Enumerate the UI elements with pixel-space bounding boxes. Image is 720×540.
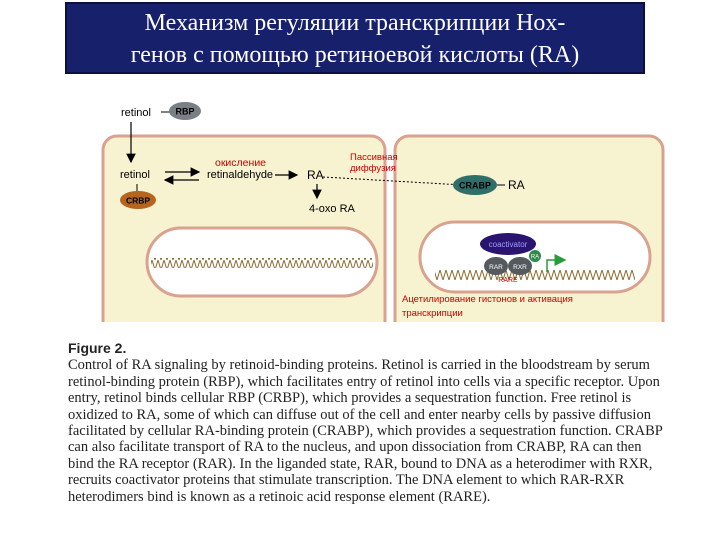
slide-title: Механизм регуляции транскрипции Hox- ген… [65, 2, 645, 74]
coactivator-protein [480, 233, 536, 255]
rbp-protein [169, 102, 201, 120]
retinaldehyde-label: retinaldehyde [207, 169, 273, 181]
coactivator-label: coactivator [489, 240, 528, 249]
ra-left-label: RA [307, 168, 324, 182]
oxo-ra-label: 4-oxo RA [309, 203, 356, 215]
oxidation-label: окисление [215, 157, 266, 169]
ra-right-label: RA [508, 178, 525, 192]
crbp-protein [120, 191, 156, 209]
rxr-label: RXR [513, 264, 527, 271]
diagram-svg: retinol RBP retinol CRBP окисление retin… [101, 102, 665, 338]
rar-protein [484, 257, 508, 275]
acetylation-label-1: Ацетилирование гистонов и активация [402, 294, 573, 305]
ra-ligand-label: RA [531, 255, 539, 261]
passive-diffusion-label-2: диффузия [350, 163, 396, 174]
figure-caption-text: Control of RA signaling by retinoid-bind… [68, 357, 663, 505]
retinol-label: retinol [120, 169, 150, 181]
right-dna [435, 270, 635, 280]
retinol-top-label: retinol [121, 107, 151, 119]
slide-title-line-1: Механизм регуляции транскрипции Hox- [144, 10, 566, 36]
ra-ligand [529, 250, 541, 262]
crbp-label: CRBP [126, 196, 150, 206]
transcription-arrow [546, 254, 567, 272]
figure-label: Figure 2. [68, 340, 127, 356]
crabp-label: CRABP [459, 181, 491, 191]
figure-caption: Figure 2. Control of RA signaling by ret… [68, 340, 668, 505]
rxr-protein [508, 257, 532, 275]
left-dna [151, 258, 373, 268]
rbp-label: RBP [175, 107, 194, 117]
passive-diffusion-label-1: Пассивная [350, 152, 398, 163]
slide-title-line-2: генов с помощью ретиноевой кислоты (RA) [130, 42, 580, 68]
rare-label: RARE [498, 277, 518, 284]
crabp-protein [453, 175, 497, 195]
diffusion-arrow [322, 176, 464, 189]
rar-label: RAR [489, 264, 503, 271]
acetylation-label-2: транскрипции [402, 308, 463, 319]
signaling-diagram: retinol RBP retinol CRBP окисление retin… [65, 100, 665, 338]
